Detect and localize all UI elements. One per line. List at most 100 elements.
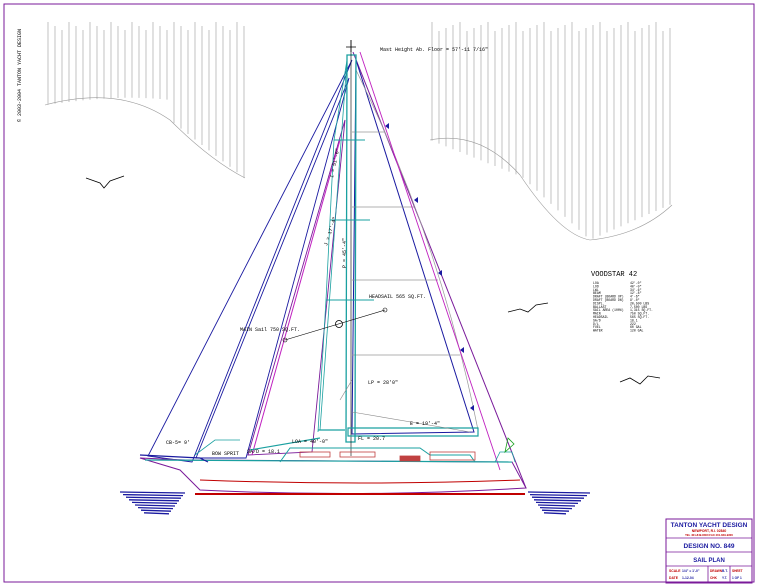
boot-top bbox=[199, 479, 521, 484]
hill-outline bbox=[44, 97, 246, 179]
mast-backstay bbox=[359, 51, 501, 471]
genoa-outline bbox=[147, 59, 353, 463]
shroud bbox=[317, 59, 348, 433]
mast-height-label: Mast Height Ab. Floor = 57'-11 7/16" bbox=[380, 47, 488, 53]
staysail-outline bbox=[247, 119, 346, 456]
cabin-window bbox=[339, 451, 376, 458]
bow-pulpit bbox=[194, 439, 240, 456]
spec-label: BEAM bbox=[593, 291, 601, 295]
hill-outline-right bbox=[429, 137, 673, 241]
bowsprit bbox=[139, 454, 209, 463]
spec-label: SAIL AREA (100%) bbox=[593, 308, 624, 312]
jib-ce-mark bbox=[282, 337, 288, 343]
design-number: DESIGN NO. 849 bbox=[684, 543, 735, 550]
deckhouse bbox=[279, 447, 476, 463]
masthead-crosshair-icon bbox=[346, 40, 356, 52]
hull bbox=[139, 457, 527, 495]
title-block-frame bbox=[665, 518, 753, 584]
staysail-boom bbox=[249, 437, 321, 451]
spec-label: LOD bbox=[593, 284, 599, 288]
spec-value: 20,500 LBS bbox=[630, 301, 649, 305]
headsail-ce-mark bbox=[382, 307, 388, 313]
stern-flag-icon bbox=[504, 437, 515, 454]
spec-label: LOA bbox=[593, 281, 599, 285]
headsail-area-label: HEADSAIL 565 SQ.FT. bbox=[369, 294, 426, 300]
spec-value: 12'-8" bbox=[630, 291, 642, 295]
spec-value: 4'-6" bbox=[630, 295, 640, 299]
spec-label: HEADSAIL bbox=[593, 315, 608, 319]
spec-label: D/L bbox=[593, 322, 599, 326]
dodger bbox=[429, 451, 476, 461]
spec-value: 750 SQ.FT. bbox=[630, 312, 649, 316]
spec-value: 9'-0" bbox=[630, 298, 640, 302]
cabin-window bbox=[299, 451, 331, 458]
spec-value: 42'-0" bbox=[630, 281, 642, 285]
firm-phone: TEL 401-849-8300 FAX 401-849-9300 bbox=[685, 533, 733, 537]
drawn-label: DRAWN bbox=[710, 569, 723, 573]
sheet-border bbox=[3, 3, 755, 583]
spec-value: 7,500 LBS bbox=[630, 305, 647, 309]
boom-vang bbox=[351, 411, 471, 433]
spec-value: 60 GAL bbox=[630, 325, 642, 329]
ce-label: SA/D = 18.1 bbox=[247, 449, 280, 455]
spec-label: DISPL. bbox=[593, 301, 605, 305]
topping-lift bbox=[339, 379, 353, 401]
title-block: TANTON YACHT DESIGN NEWPORT, R.I. 02840 … bbox=[665, 518, 753, 584]
bird-icon bbox=[85, 175, 125, 189]
spec-label: DRAFT (BOARD UP) bbox=[593, 295, 624, 299]
copyright-text: © 2003-2004 TANTON YACHT DESIGN bbox=[16, 29, 23, 122]
date-value: 1-12-04 bbox=[682, 576, 694, 580]
lp-dimension-label: LP = 28'0" bbox=[368, 380, 398, 386]
sheer-line bbox=[144, 459, 513, 463]
firm-name: TANTON YACHT DESIGN bbox=[671, 522, 748, 529]
spec-label: SA/D bbox=[593, 318, 601, 322]
scale-value: 1/4" = 1'-0" bbox=[682, 569, 700, 573]
p-dimension-label: P = 45'-4" bbox=[342, 238, 348, 268]
ce-line bbox=[284, 309, 386, 341]
spec-value: 565 SQ.FT. bbox=[630, 315, 649, 319]
spec-label: DRAFT (BOARD DN) bbox=[593, 298, 624, 302]
sheet-value: 1 OF 1 bbox=[732, 576, 742, 580]
mainsail-outline bbox=[351, 59, 475, 435]
mast bbox=[345, 54, 357, 443]
drawn-value: B.T. bbox=[722, 569, 728, 573]
spec-label: BALLAST bbox=[593, 305, 606, 309]
spec-label: FUEL bbox=[593, 325, 601, 329]
water-ripples-left bbox=[119, 491, 186, 515]
stern-pulpit bbox=[494, 451, 516, 463]
j-dimension-label: J = 17'-4" bbox=[323, 216, 338, 246]
cb-label: CB-5= 9' bbox=[166, 440, 190, 446]
specs-title: VOODSTAR 42 bbox=[591, 271, 637, 279]
main-leech-curve bbox=[355, 69, 479, 431]
spec-value: 40'-0" bbox=[630, 284, 642, 288]
spec-label: LWL bbox=[593, 288, 599, 292]
spec-value: 18.1 bbox=[630, 318, 638, 322]
spec-label: WATER bbox=[593, 329, 603, 333]
date-label: DATE bbox=[669, 576, 679, 580]
bird-icon bbox=[507, 302, 549, 313]
sheet-title: SAIL PLAN bbox=[693, 558, 725, 564]
background-hills bbox=[47, 22, 671, 239]
spec-value: 120 GAL bbox=[630, 329, 643, 333]
cabin-window bbox=[399, 455, 421, 462]
bowsprit-label: BOW SPRIT bbox=[212, 451, 239, 457]
ce-mark bbox=[335, 320, 343, 328]
bird-icon bbox=[619, 375, 661, 385]
loa-label: LOA = 40'-0" bbox=[292, 439, 328, 445]
e-dimension-label: E = 19'-4" bbox=[410, 421, 440, 427]
spec-label: MAIN bbox=[593, 312, 601, 316]
spec-value: 34'-6" bbox=[630, 288, 642, 292]
rig-label: FL = 20.7 bbox=[358, 436, 385, 442]
firm-address: NEWPORT, R.I. 02840 bbox=[692, 529, 727, 533]
checked-value: Y.T. bbox=[722, 576, 727, 580]
specs-table: LOA 42'-0" LOD 40'-0" LWL 34'-6" BEAM 12'-8" DRA… bbox=[593, 281, 653, 333]
jib-outline bbox=[195, 77, 350, 459]
main-boom bbox=[347, 427, 479, 437]
spec-value: 222 bbox=[630, 322, 636, 326]
scale-label: SCALE bbox=[669, 569, 681, 573]
spec-value: 1,315 SQ.FT. bbox=[630, 308, 653, 312]
mainsail-area-label: MAIN Sail 750 SQ.FT. bbox=[240, 327, 300, 333]
sheet-label: SHEET bbox=[732, 569, 743, 573]
checked-label: CHK bbox=[710, 576, 718, 580]
